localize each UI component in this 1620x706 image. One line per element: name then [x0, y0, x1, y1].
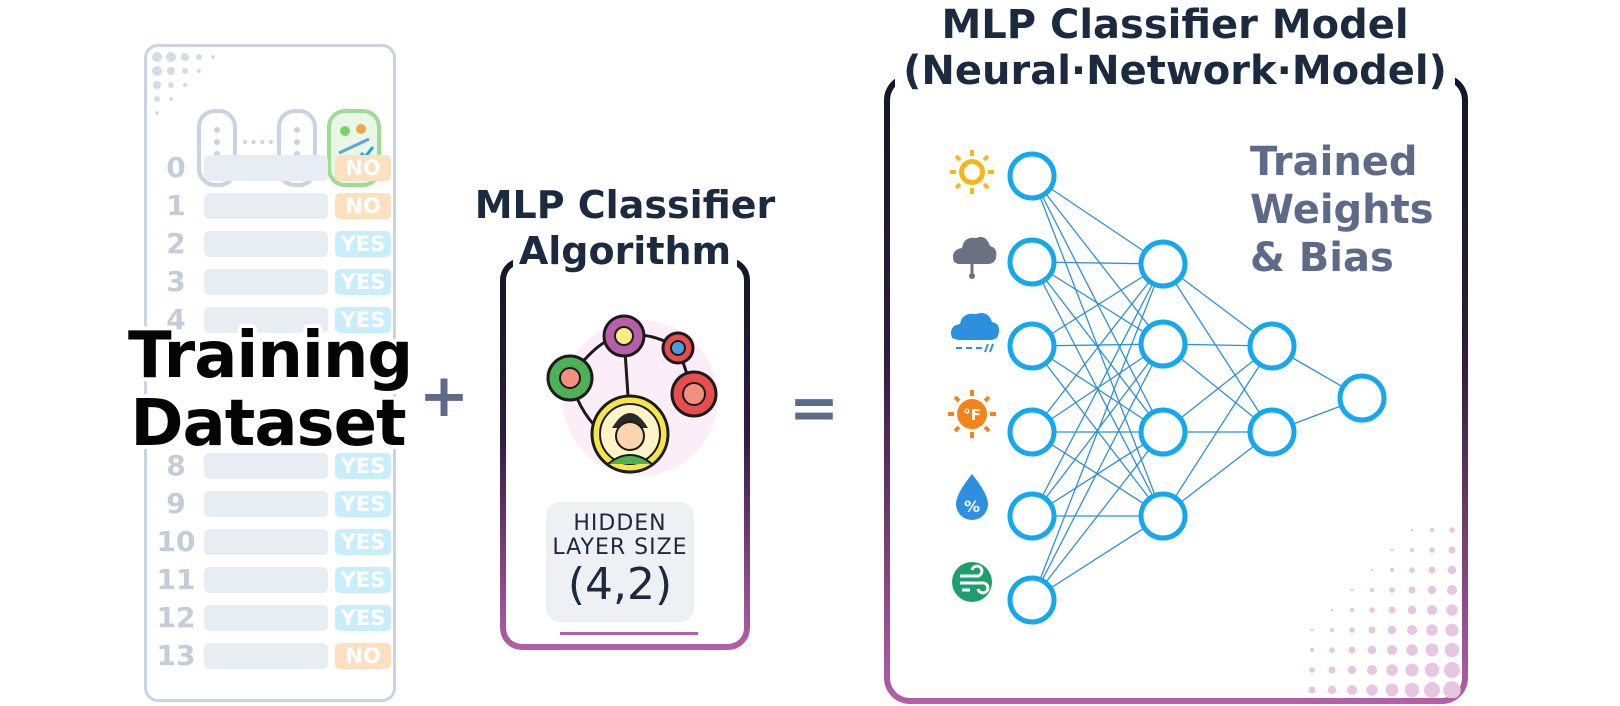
hidden-layer-size-box: HIDDEN LAYER SIZE (4,2) [546, 502, 694, 622]
algorithm-title-line2: Algorithm [512, 229, 738, 273]
svg-text:°F: °F [963, 406, 981, 424]
dataset-row: 0 NO [147, 153, 393, 183]
row-index: 10 [156, 525, 196, 558]
algorithm-title: MLP Classifier Algorithm [470, 182, 780, 274]
halftone-dots-decoration [152, 52, 215, 115]
row-index: 11 [156, 563, 196, 596]
row-feature-bar [204, 193, 328, 219]
row-class-label: YES [335, 605, 391, 631]
row-class-label: YES [335, 453, 391, 479]
dataset-row: 1 NO [147, 191, 393, 221]
row-feature-bar [204, 307, 328, 333]
dataset-title-line1: Training [128, 319, 413, 393]
row-class-label: NO [335, 643, 391, 669]
wind-icon [952, 562, 992, 602]
row-feature-bar [204, 605, 328, 631]
rain-cloud-icon [953, 237, 997, 279]
model-title-line1: MLP Classifier Model [941, 2, 1409, 48]
dataset-row: 2 YES [147, 229, 393, 259]
row-class-label: YES [335, 491, 391, 517]
weights-line2: Weights [1250, 187, 1434, 233]
row-index: 8 [166, 449, 186, 482]
model-title-line2: (Neural·Network·Model) [895, 48, 1455, 94]
algorithm-network-icon [546, 314, 718, 476]
dataset-row: 9 YES [147, 489, 393, 519]
row-feature-bar [204, 155, 328, 181]
algorithm-title-line1: MLP Classifier [474, 183, 776, 227]
dataset-row: 4 YES [147, 305, 393, 335]
row-index: 13 [156, 639, 196, 672]
row-class-label: NO [335, 155, 391, 181]
hidden-layer-size-label: HIDDEN LAYER SIZE [546, 512, 694, 560]
row-feature-bar [204, 643, 328, 669]
row-index: 3 [166, 265, 186, 298]
row-feature-bar [204, 231, 328, 257]
dataset-row: 12 YES [147, 603, 393, 633]
row-index: 12 [156, 601, 196, 634]
row-index: 1 [166, 189, 186, 222]
algorithm-underline [560, 632, 698, 635]
row-index: 0 [166, 151, 186, 184]
row-feature-bar [204, 529, 328, 555]
hidden-layer-size-value: (4,2) [567, 559, 673, 610]
row-class-label: YES [335, 567, 391, 593]
hidden-label-line1: HIDDEN [573, 511, 667, 536]
input-feature-icons: °F % [948, 150, 1000, 602]
dataset-row: 13 NO [147, 641, 393, 671]
dataset-row: 11 YES [147, 565, 393, 595]
row-class-label: YES [335, 231, 391, 257]
temperature-fahrenheit-icon: °F [948, 390, 996, 438]
row-index: 4 [166, 303, 186, 336]
dataset-row: 3 YES [147, 267, 393, 297]
row-class-label: YES [335, 269, 391, 295]
row-class-label: YES [335, 307, 391, 333]
plus-operator: + [418, 361, 470, 431]
humidity-drop-icon: % [956, 474, 988, 520]
dataset-row: 10 YES [147, 527, 393, 557]
row-class-label: NO [335, 193, 391, 219]
halftone-dots-decoration [1308, 527, 1461, 698]
trained-weights-bias-text: Trained Weights & Bias [1250, 138, 1450, 282]
storm-cloud-icon [951, 313, 1000, 353]
feature-column-icon [197, 109, 237, 187]
sun-icon [950, 150, 994, 194]
equals-operator: = [788, 373, 840, 443]
weights-line1: Trained [1250, 139, 1418, 185]
row-feature-bar [204, 567, 328, 593]
dataset-row: 8 YES [147, 451, 393, 481]
row-feature-bar [204, 453, 328, 479]
row-index: 2 [166, 227, 186, 260]
row-feature-bar [204, 491, 328, 517]
hidden-label-line2: LAYER SIZE [552, 535, 688, 560]
row-index: 9 [166, 487, 186, 520]
row-feature-bar [204, 269, 328, 295]
ellipsis-dots [243, 140, 273, 144]
dataset-title-line2: Dataset [130, 387, 406, 461]
svg-text:%: % [964, 497, 980, 516]
model-title: MLP Classifier Model (Neural·Network·Mod… [880, 2, 1470, 94]
weights-line3: & Bias [1250, 235, 1394, 281]
row-class-label: YES [335, 529, 391, 555]
training-dataset-title: Training Dataset [128, 319, 413, 461]
